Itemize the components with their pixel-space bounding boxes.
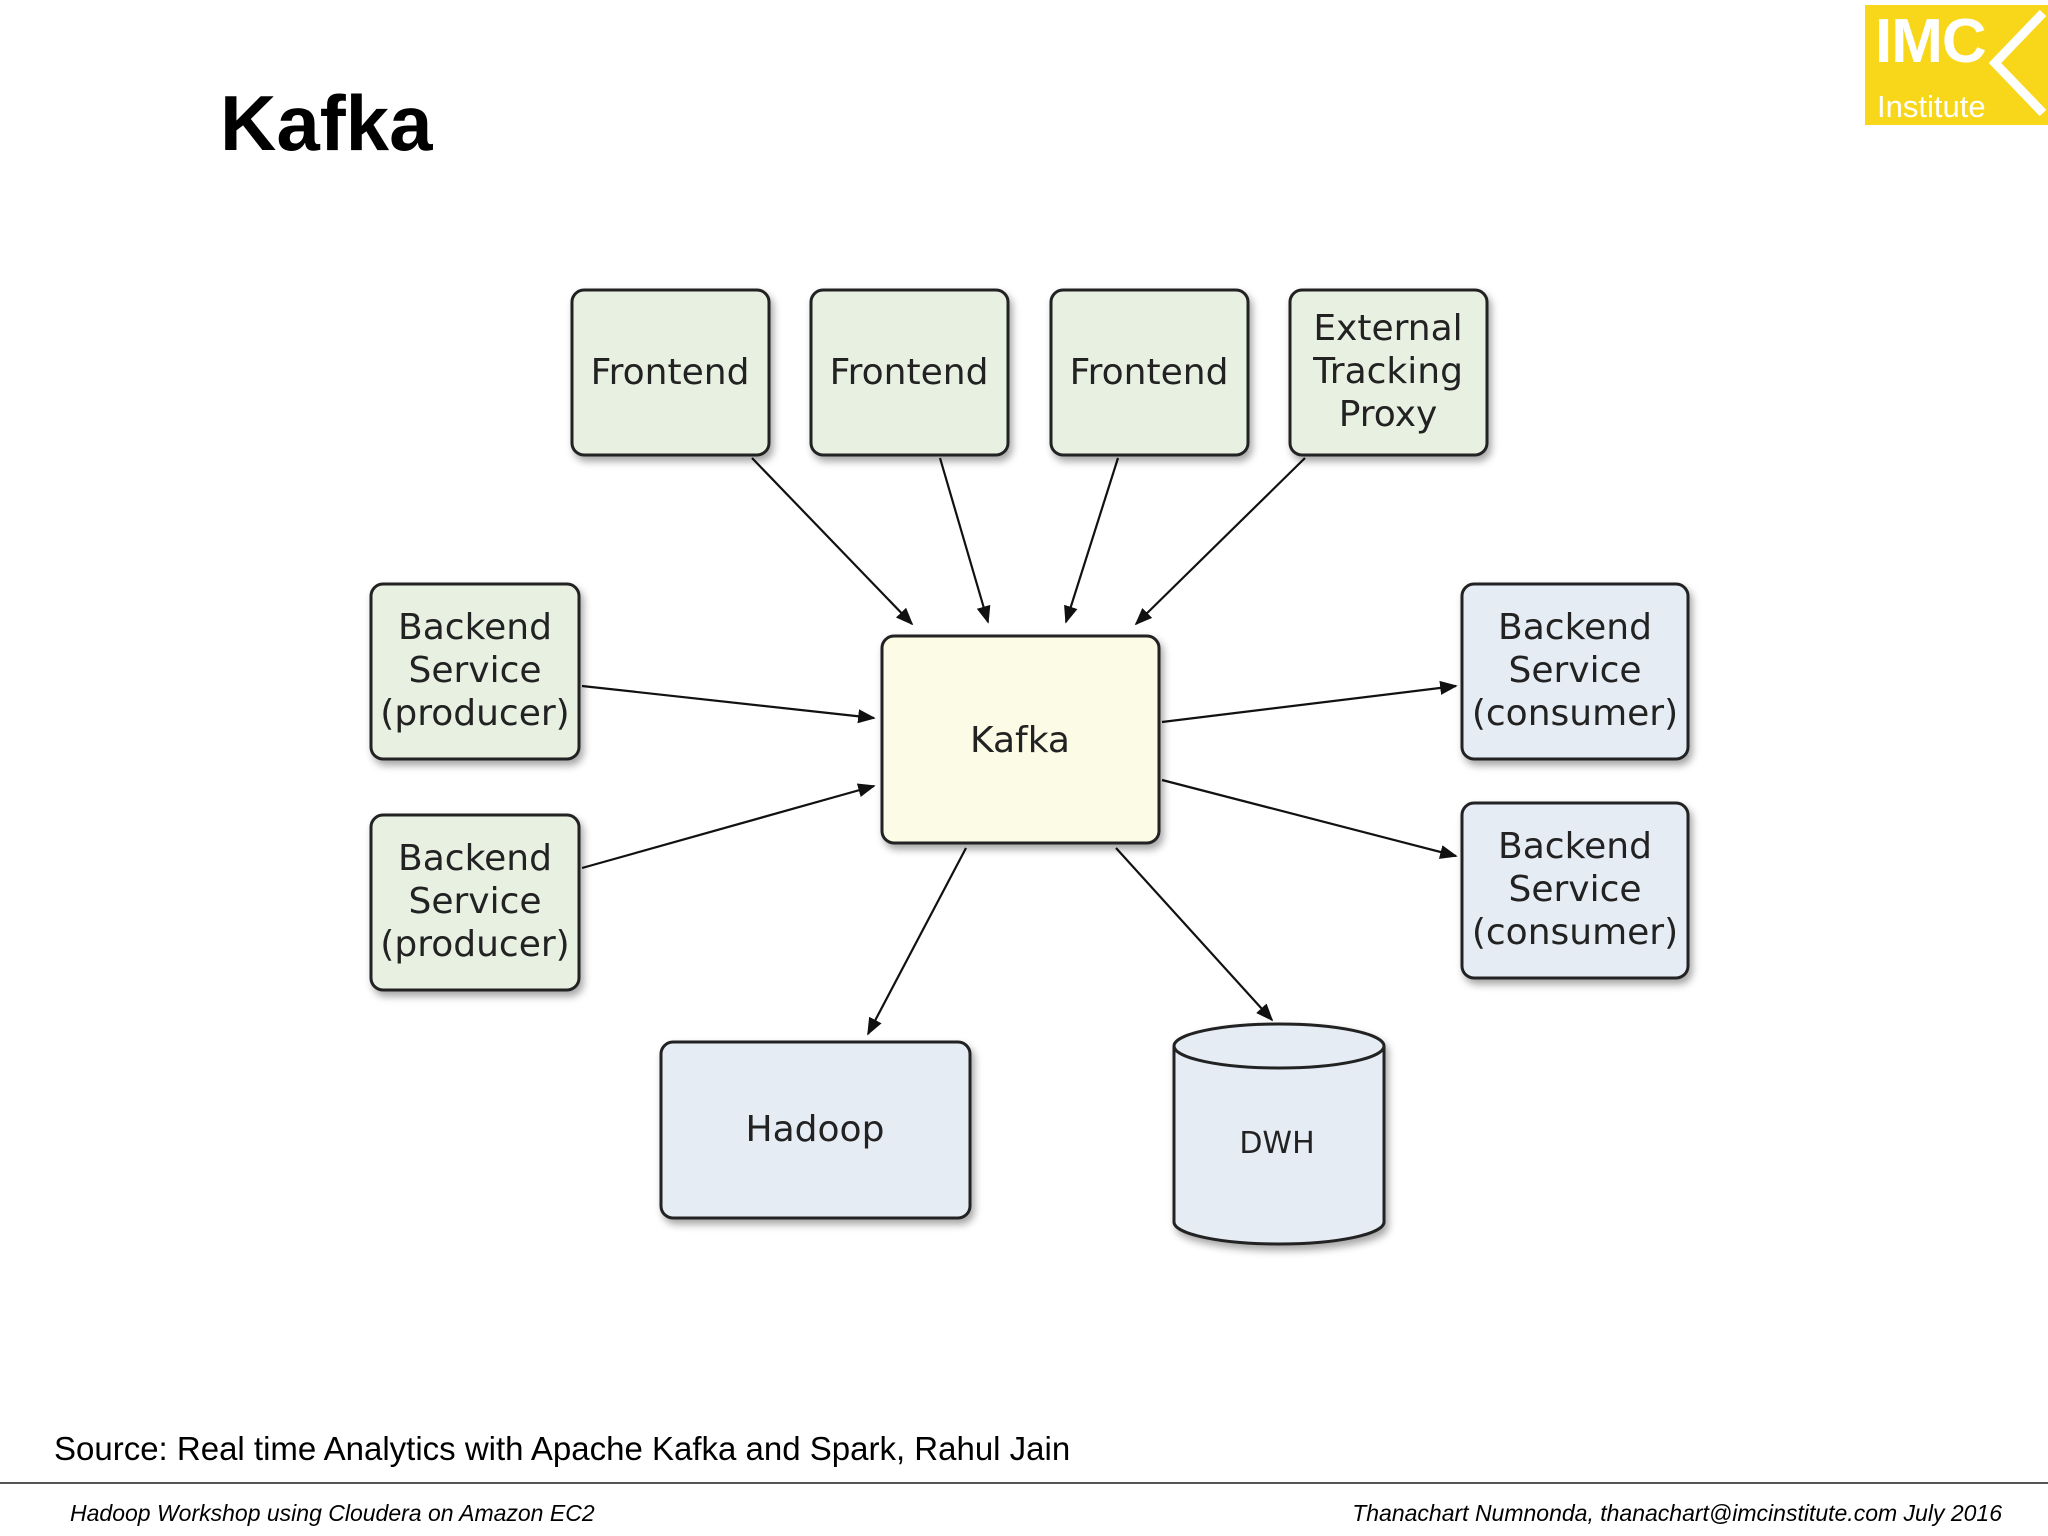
edge-kafka-to-consumer-2 [1161, 778, 1458, 859]
node-consumer-2-label-1: Backend [1498, 826, 1652, 867]
node-consumer-1-label-3: (consumer) [1472, 693, 1678, 734]
node-consumer-2: Backend Service (consumer) [1460, 801, 1690, 980]
node-tracking-proxy: External Tracking Proxy [1288, 288, 1489, 457]
node-consumer-1-label-1: Backend [1498, 607, 1652, 648]
node-producer-2: Backend Service (producer) [369, 813, 581, 992]
logo-main-text: IMC [1875, 7, 1987, 76]
node-hadoop: Hadoop [659, 1040, 972, 1220]
node-tracking-proxy-label-2: Tracking [1312, 351, 1463, 392]
node-frontend-3-label: Frontend [1070, 352, 1229, 393]
footer-workshop-name: Hadoop Workshop using Cloudera on Amazon… [70, 1500, 595, 1526]
node-producer-1: Backend Service (producer) [369, 582, 581, 761]
node-consumer-1-label-2: Service [1508, 650, 1641, 691]
node-producer-2-label-1: Backend [398, 838, 552, 879]
footer-divider [0, 1482, 2048, 1484]
edge-kafka-to-hadoop [867, 847, 967, 1036]
edge-frontend-2-to-kafka [938, 457, 991, 624]
node-dwh: DWH [1172, 1022, 1386, 1246]
node-dwh-label: DWH [1239, 1126, 1314, 1161]
node-consumer-2-label-3: (consumer) [1472, 912, 1678, 953]
edge-producer-2-to-kafka [581, 783, 876, 870]
node-producer-1-label-1: Backend [398, 607, 552, 648]
node-tracking-proxy-label-1: External [1313, 308, 1462, 349]
logo-sub-text: Institute [1877, 89, 1986, 124]
edge-frontend-3-to-kafka [1064, 457, 1120, 624]
edge-kafka-to-dwh [1115, 847, 1274, 1022]
node-kafka-label: Kafka [970, 720, 1070, 761]
edges [581, 457, 1458, 1036]
source-citation: Source: Real time Analytics with Apache … [54, 1430, 1071, 1467]
node-producer-2-label-2: Service [408, 881, 541, 922]
node-producer-1-label-2: Service [408, 650, 541, 691]
node-frontend-1: Frontend [570, 288, 771, 457]
node-frontend-1-label: Frontend [591, 352, 750, 393]
node-frontend-2-label: Frontend [830, 352, 989, 393]
node-consumer-1: Backend Service (consumer) [1460, 582, 1690, 761]
imc-institute-logo: IMC Institute [1865, 5, 2048, 125]
node-producer-1-label-3: (producer) [380, 693, 569, 734]
node-producer-2-label-3: (producer) [380, 924, 569, 965]
slide-title: Kafka [220, 79, 433, 167]
node-kafka: Kafka [880, 634, 1161, 845]
logo-chevron-icon [1988, 9, 2047, 117]
kafka-architecture-diagram: Frontend Frontend Frontend External Trac… [369, 288, 1690, 1246]
node-frontend-3: Frontend [1049, 288, 1250, 457]
node-consumer-2-label-2: Service [1508, 869, 1641, 910]
edge-producer-1-to-kafka [581, 684, 876, 724]
node-frontend-2: Frontend [809, 288, 1010, 457]
node-hadoop-label: Hadoop [746, 1109, 885, 1150]
node-tracking-proxy-label-3: Proxy [1339, 394, 1438, 435]
edge-tracking-proxy-to-kafka [1134, 457, 1306, 626]
footer-author-info: Thanachart Numnonda, thanachart@imcinsti… [1352, 1500, 2002, 1526]
edge-kafka-to-consumer-1 [1161, 680, 1458, 724]
edge-frontend-1-to-kafka [751, 457, 914, 626]
